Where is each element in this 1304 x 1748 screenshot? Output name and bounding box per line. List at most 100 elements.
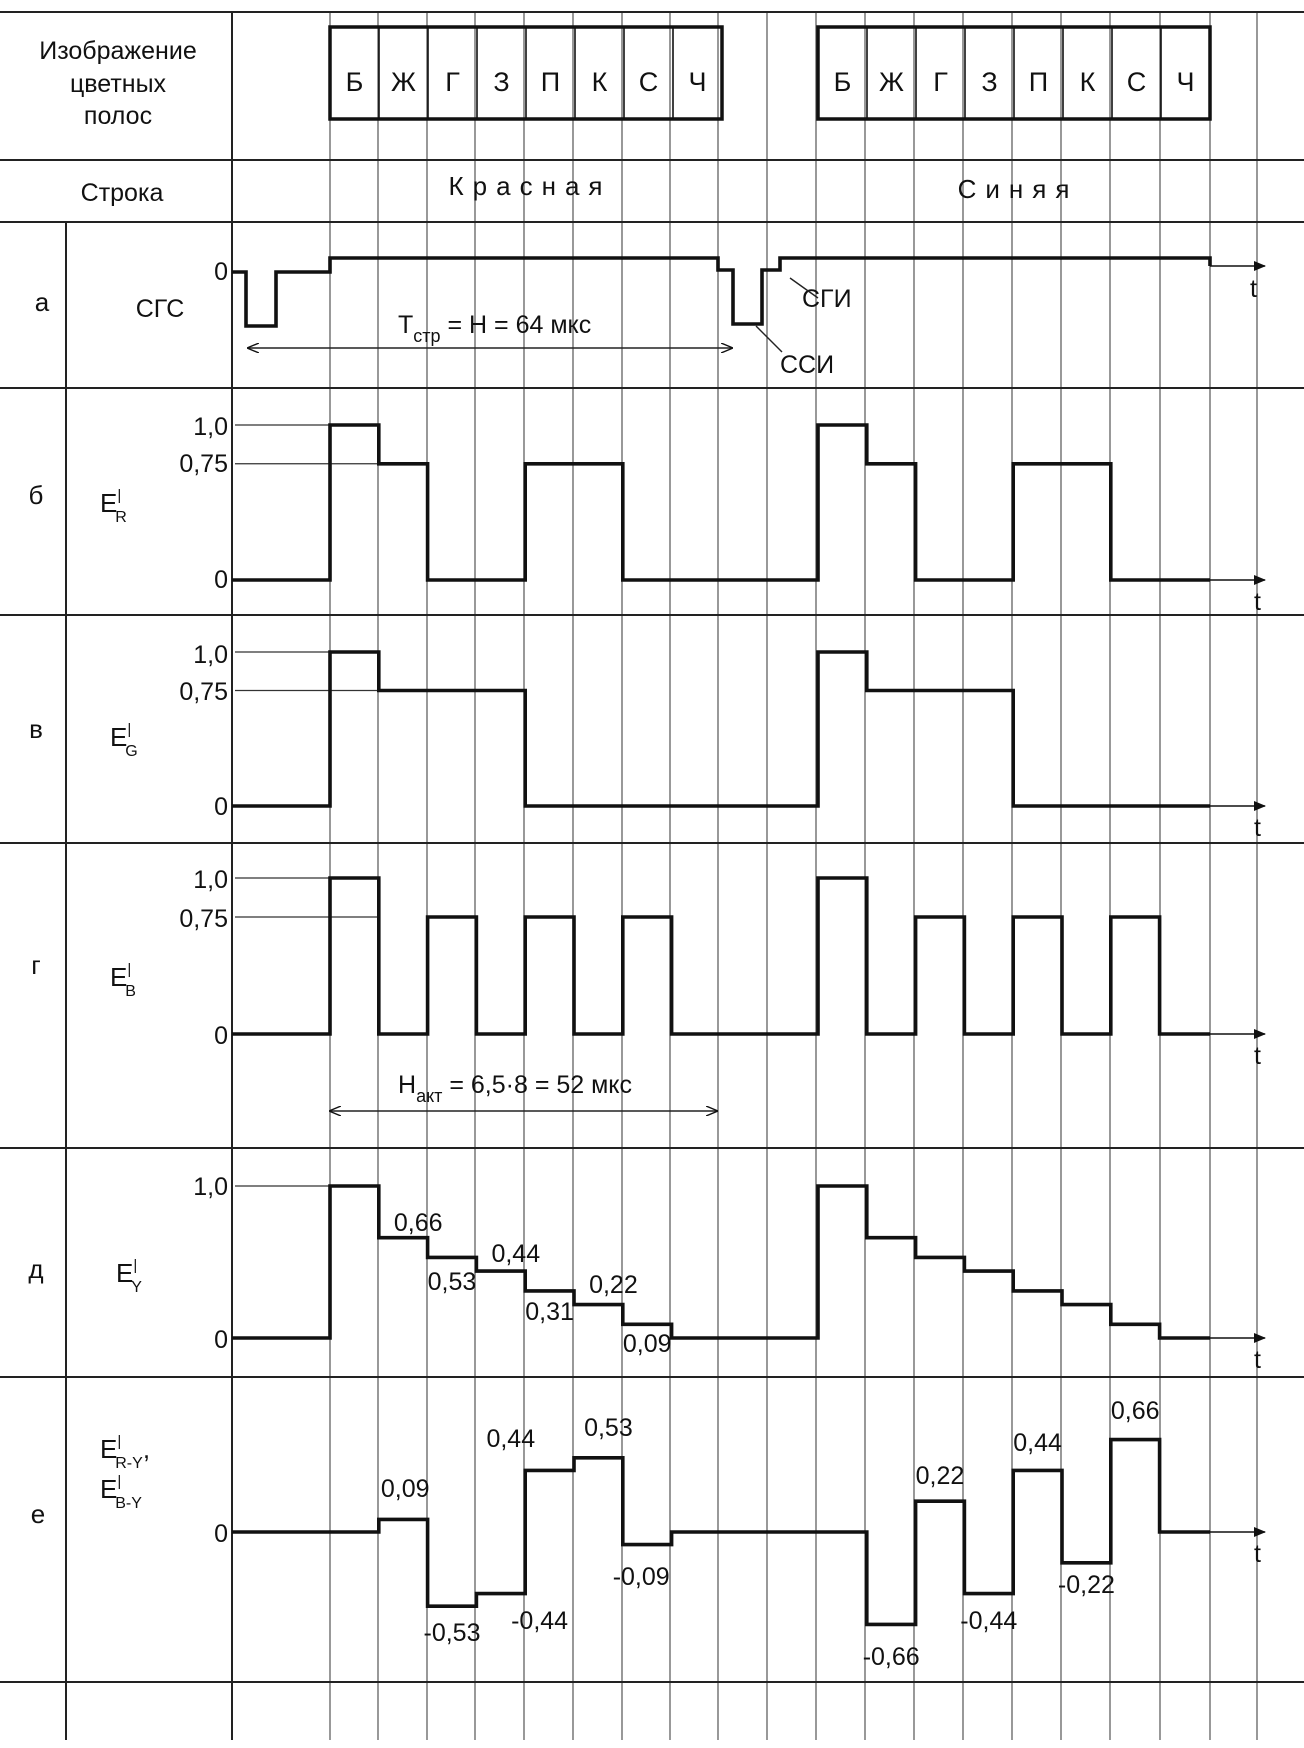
value-label-by: 0,44 xyxy=(1013,1429,1062,1457)
header-image-label: Изображение цветных полос xyxy=(39,37,196,130)
signal-eb-main: E xyxy=(110,962,127,992)
value-label-by: 0,22 xyxy=(916,1462,965,1490)
sgi-leader xyxy=(789,277,819,299)
header-image-label-line2: цветных xyxy=(70,70,167,98)
waveform-sync xyxy=(232,256,1212,328)
color-bar-letter: Б xyxy=(346,67,364,97)
color-bar-letter: К xyxy=(1080,67,1096,97)
color-bar-letter: П xyxy=(1029,67,1048,97)
row-letter-a: а xyxy=(35,287,50,317)
level-b-0: 0 xyxy=(214,566,228,594)
level-e-0: 0 xyxy=(214,1520,228,1548)
value-label-ry: 0,44 xyxy=(486,1425,535,1453)
value-label-ry: 0,53 xyxy=(584,1414,633,1442)
value-labels: 0,66 0,53 0,44 0,31 0,22 0,09 0,09 -0,53 0,44 -0,… xyxy=(381,1209,1160,1671)
signal-eby-sub: B-Y xyxy=(115,1495,142,1512)
line-red-label: Красная xyxy=(449,171,612,201)
color-bar-letter: Г xyxy=(445,67,460,97)
line-blue-label: Синяя xyxy=(958,174,1079,204)
value-label-ry: 0,09 xyxy=(381,1475,430,1503)
waveform-1 xyxy=(232,423,1210,582)
signal-name-ery: E|R-Y, xyxy=(100,1433,150,1472)
color-bar-letter: З xyxy=(493,67,509,97)
signal-ery-main: E xyxy=(100,1434,117,1464)
level-v-0: 0 xyxy=(214,793,228,821)
row-letter-e: е xyxy=(31,1499,45,1529)
waveform-4 xyxy=(232,1184,1210,1340)
value-label-y: 0,53 xyxy=(428,1268,477,1296)
active-duration-label: Hакт = 6,5·8 = 52 мкс xyxy=(398,1071,632,1106)
signal-name-er: E|R xyxy=(100,487,127,526)
sgi-label: СГИ xyxy=(802,285,852,313)
signal-eby-main: E xyxy=(100,1474,117,1504)
color-bar-letter: Ж xyxy=(879,67,904,97)
signal-eg-main: E xyxy=(110,722,127,752)
value-label-ry: -0,09 xyxy=(613,1563,670,1591)
value-label-by: -0,44 xyxy=(960,1607,1017,1635)
time-axis-label: t xyxy=(1254,1042,1261,1070)
value-label-y: 0,09 xyxy=(623,1330,672,1358)
value-label-y: 0,66 xyxy=(394,1209,443,1237)
waveforms xyxy=(232,256,1266,1627)
row-letter-d: д xyxy=(28,1254,43,1284)
signal-eg-sub: G xyxy=(125,743,137,760)
signal-er-main: E xyxy=(100,488,117,518)
level-d-0: 0 xyxy=(214,1326,228,1354)
signal-eb-sub: B xyxy=(125,983,136,1000)
level-v-1: 1,0 xyxy=(193,641,228,669)
signal-name-eby: E|B-Y xyxy=(100,1473,142,1512)
color-bar-letter: Ж xyxy=(391,67,416,97)
signal-name-eb: E|B xyxy=(110,961,136,1000)
level-a-0: 0 xyxy=(214,258,228,286)
ssi-leader xyxy=(755,325,783,353)
waveform-5 xyxy=(232,1437,1210,1627)
color-bar-letter: С xyxy=(1127,67,1147,97)
row-letter-b: б xyxy=(29,480,44,510)
level-reference-lines xyxy=(235,424,380,1187)
level-g-1: 1,0 xyxy=(193,866,228,894)
value-label-y: 0,22 xyxy=(589,1271,638,1299)
signal-er-sub: R xyxy=(115,509,127,526)
color-bar-letter: Г xyxy=(933,67,948,97)
value-label-ry: -0,53 xyxy=(424,1619,481,1647)
color-bar-letter: П xyxy=(541,67,560,97)
color-bar-letter: Ч xyxy=(689,67,707,97)
time-axis-label: t xyxy=(1254,814,1261,842)
time-axis-label: t xyxy=(1254,1346,1261,1374)
level-g-075: 0,75 xyxy=(179,905,228,933)
signal-ery-sub: R-Y xyxy=(115,1455,143,1472)
level-v-075: 0,75 xyxy=(179,678,228,706)
color-bar-letter: З xyxy=(981,67,997,97)
row-letter-g: г xyxy=(31,950,40,980)
level-d-1: 1,0 xyxy=(193,1173,228,1201)
value-label-by: -0,22 xyxy=(1058,1571,1115,1599)
ssi-label: ССИ xyxy=(780,351,834,379)
row-label: Строка xyxy=(81,179,164,207)
signal-name-ey: E|Y xyxy=(116,1257,142,1296)
color-bar-letter: К xyxy=(592,67,608,97)
color-bar-letter: Ч xyxy=(1177,67,1195,97)
row-letter-v: в xyxy=(29,714,43,744)
time-axis-label: t xyxy=(1254,1540,1261,1568)
waveform-2 xyxy=(232,650,1210,808)
header-image-label-line1: Изображение xyxy=(39,37,196,65)
value-label-ry: -0,44 xyxy=(511,1607,568,1635)
value-label-y: 0,31 xyxy=(525,1298,574,1326)
value-label-by: 0,66 xyxy=(1111,1397,1160,1425)
level-b-075: 0,75 xyxy=(179,450,228,478)
level-g-0: 0 xyxy=(214,1022,228,1050)
level-b-1: 1,0 xyxy=(193,413,228,441)
color-bar-letter: Б xyxy=(834,67,852,97)
signal-ey-main: E xyxy=(116,1258,133,1288)
header-image-label-line3: полос xyxy=(84,102,152,130)
color-bar-letter: С xyxy=(639,67,659,97)
waveform-3 xyxy=(232,876,1210,1036)
value-label-y: 0,44 xyxy=(491,1240,540,1268)
value-label-by: -0,66 xyxy=(863,1643,920,1671)
signal-name-eg: E|G xyxy=(110,721,138,760)
signal-name-sgs: СГС xyxy=(136,295,185,323)
